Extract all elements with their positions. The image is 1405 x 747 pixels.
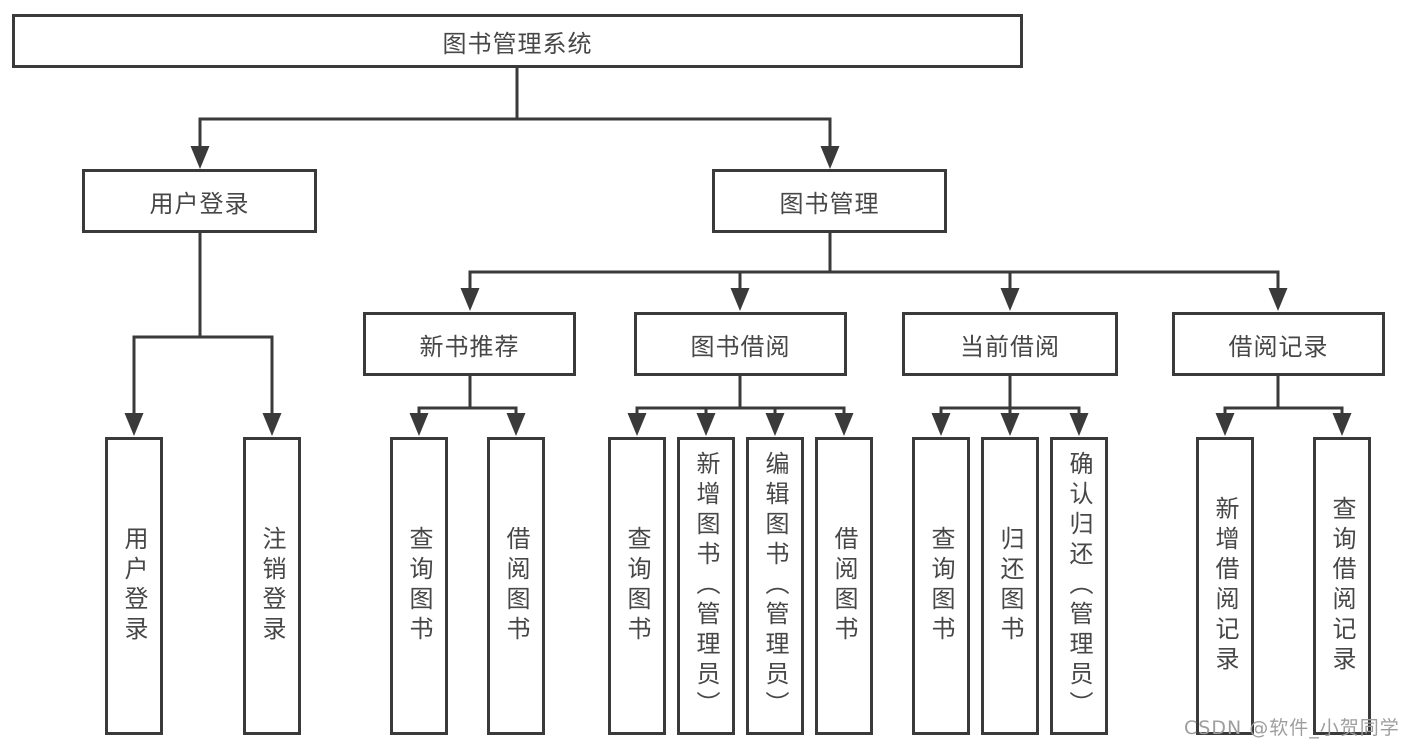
leaf-query-books-borrowing: 查询图书 [608, 437, 666, 735]
arrowhead-icon [1215, 413, 1235, 436]
leaf-label: 新增借阅记录 [1211, 496, 1239, 676]
leaf-edit-book-admin: 编辑图书（管理员） [746, 437, 804, 735]
leaf-confirm-return-admin: 确认归还（管理员） [1050, 437, 1108, 735]
node-library-management-system: 图书管理系统 [12, 14, 1023, 68]
node-book-management: 图书管理 [712, 169, 947, 233]
leaf-label: 确认归还（管理员） [1065, 451, 1093, 721]
node-user-login: 用户登录 [82, 169, 317, 233]
leaf-query-books-recommend: 查询图书 [390, 437, 448, 735]
arrowhead-icon [1268, 288, 1288, 311]
leaf-query-books-current: 查询图书 [912, 437, 970, 735]
leaf-label: 查询借阅记录 [1328, 496, 1356, 676]
leaf-label: 用户登录 [120, 526, 148, 646]
leaf-borrow-book-recommend: 借阅图书 [487, 437, 545, 735]
leaf-label: 借阅图书 [830, 526, 858, 646]
node-label: 借阅记录 [1228, 332, 1329, 361]
leaf-label: 编辑图书（管理员） [761, 451, 789, 721]
arrowhead-icon [1000, 413, 1020, 436]
leaf-label: 查询图书 [927, 526, 955, 646]
node-label: 图书管理系统 [442, 29, 593, 58]
arrowhead-icon [696, 413, 716, 436]
arrowhead-icon [1000, 288, 1020, 311]
arrowhead-icon [931, 413, 951, 436]
arrowhead-icon [506, 413, 526, 436]
leaf-label: 查询图书 [623, 526, 651, 646]
node-current-borrowing: 当前借阅 [902, 312, 1118, 376]
leaf-return-book: 归还图书 [981, 437, 1039, 735]
watermark: CSDN @软件_小贺同学 [1184, 717, 1400, 739]
arrowhead-icon [627, 413, 647, 436]
arrowhead-icon [765, 413, 785, 436]
leaf-borrow-book: 借阅图书 [815, 437, 873, 735]
leaf-label: 注销登录 [258, 526, 286, 646]
node-borrowing-records: 借阅记录 [1172, 312, 1385, 376]
node-new-book-recommendation: 新书推荐 [363, 312, 576, 376]
arrowhead-icon [1332, 413, 1352, 436]
node-label: 用户登录 [149, 189, 250, 218]
leaf-query-borrow-record: 查询借阅记录 [1313, 437, 1371, 735]
arrowhead-icon [730, 288, 750, 311]
leaf-add-borrow-record: 新增借阅记录 [1196, 437, 1254, 735]
leaf-label: 借阅图书 [502, 526, 530, 646]
leaf-add-book-admin: 新增图书（管理员） [677, 437, 735, 735]
node-label: 图书管理 [779, 189, 880, 218]
arrowhead-icon [1069, 413, 1089, 436]
leaf-user-login: 用户登录 [105, 437, 163, 735]
arrowhead-icon [124, 413, 144, 436]
leaf-label: 查询图书 [405, 526, 433, 646]
arrowhead-icon [409, 413, 429, 436]
leaf-label: 归还图书 [996, 526, 1024, 646]
leaf-logout: 注销登录 [243, 437, 301, 735]
node-book-borrowing: 图书借阅 [634, 312, 847, 376]
node-label: 当前借阅 [960, 332, 1060, 361]
arrowhead-icon [820, 146, 840, 169]
arrowhead-icon [834, 413, 854, 436]
node-label: 新书推荐 [419, 332, 520, 361]
arrowhead-icon [460, 288, 480, 311]
leaf-label: 新增图书（管理员） [692, 451, 720, 721]
arrowhead-icon [262, 413, 282, 436]
node-label: 图书借阅 [690, 332, 791, 361]
arrowhead-icon [190, 146, 210, 169]
